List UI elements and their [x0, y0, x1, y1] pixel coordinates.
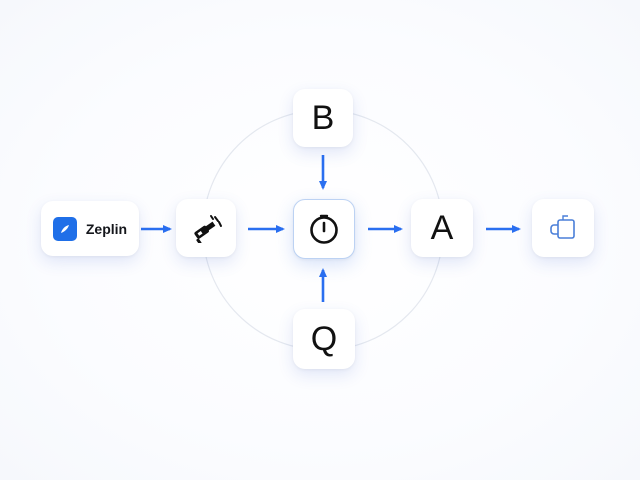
node-right[interactable]: A: [411, 199, 473, 257]
node-top[interactable]: B: [293, 89, 353, 147]
node-zeplin-label: Zeplin: [85, 220, 128, 237]
pipette-tool-icon: [189, 213, 223, 243]
node-zeplin[interactable]: Zeplin: [41, 201, 139, 256]
node-tool[interactable]: [176, 199, 236, 257]
node-right-label: A: [430, 209, 454, 247]
node-bottom[interactable]: Q: [293, 309, 355, 369]
node-top-label: B: [311, 99, 335, 137]
node-center[interactable]: [293, 199, 355, 259]
mug-icon: [547, 213, 579, 243]
zeplin-logo-icon: [52, 216, 77, 241]
node-end[interactable]: [532, 199, 594, 257]
node-bottom-label: Q: [310, 320, 338, 358]
timer-icon: [307, 212, 341, 246]
